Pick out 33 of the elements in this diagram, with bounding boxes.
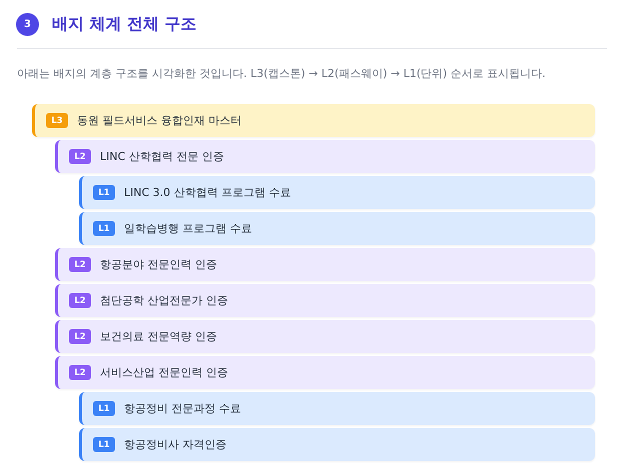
hierarchy-row: [79, 176, 595, 209]
level-tag: L2: [69, 149, 91, 164]
item-title: 첨단공학 산업전문가 인증: [100, 293, 228, 308]
level-tag: L1: [93, 401, 115, 416]
level-tag: L3: [46, 113, 68, 128]
hierarchy-row: [79, 392, 595, 425]
item-title: 보건의료 전문역량 인증: [100, 329, 217, 344]
item-title: 동원 필드서비스 융합인재 마스터: [77, 113, 242, 128]
level-tag: L1: [93, 185, 115, 200]
item-title: 서비스산업 전문인력 인증: [100, 365, 228, 380]
level-tag: L2: [69, 257, 91, 272]
hierarchy-row: [55, 284, 595, 317]
hierarchy-row: [79, 428, 595, 461]
section-number: 3: [16, 13, 39, 36]
level-tag: L2: [69, 293, 91, 308]
item-title: LINC 3.0 산학협력 프로그램 수료: [124, 185, 291, 200]
level-tag: L1: [93, 221, 115, 236]
item-title: 일학습병행 프로그램 수료: [124, 221, 252, 236]
hierarchy-row: [32, 104, 595, 137]
hierarchy-row: [55, 248, 595, 281]
item-title: 항공정비 전문과정 수료: [124, 401, 241, 416]
hierarchy-row: [55, 140, 595, 173]
item-title: LINC 산학협력 전문 인증: [100, 149, 224, 164]
hierarchy-row: [79, 212, 595, 245]
level-tag: L2: [69, 365, 91, 380]
level-tag: L2: [69, 329, 91, 344]
hierarchy-row: [55, 320, 595, 353]
level-tag: L1: [93, 437, 115, 452]
hierarchy-row: [55, 356, 595, 389]
description-text: 아래는 배지의 계층 구조를 시각화한 것입니다. L3(캡스톤) → L2(패스웨이) → L1(단위) 순서로 표시됩니다.: [17, 66, 546, 81]
section-title: 배지 체계 전체 구조: [52, 14, 197, 35]
item-title: 항공분야 전문인력 인증: [100, 257, 217, 272]
item-title: 항공정비사 자격인증: [124, 437, 226, 452]
